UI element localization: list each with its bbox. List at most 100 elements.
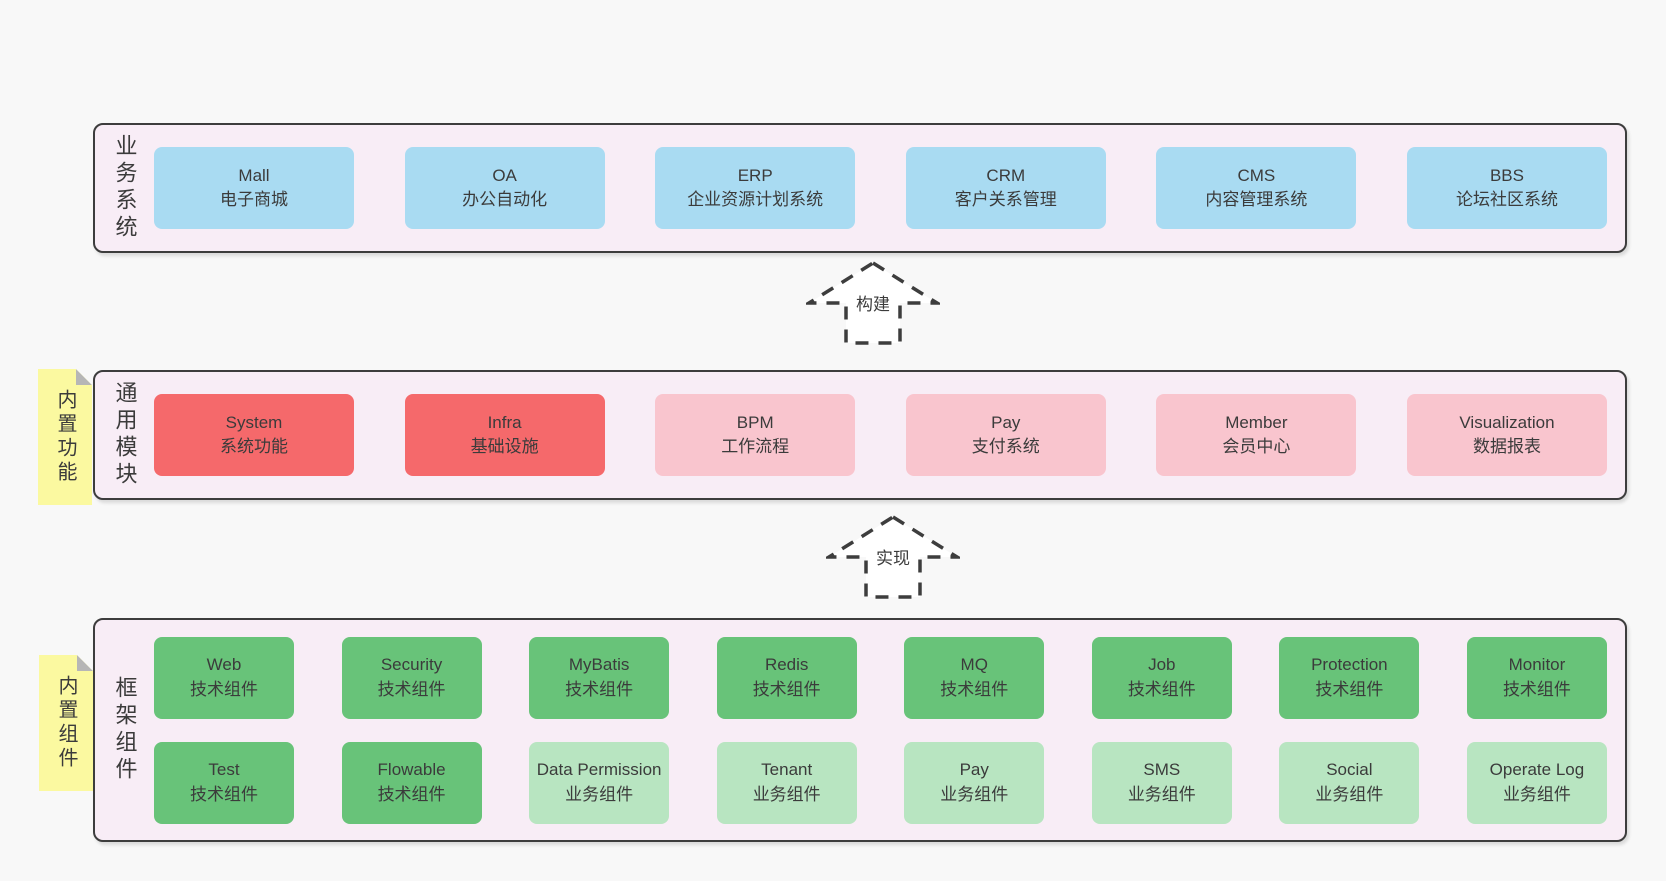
- business-box-oa: OA 办公自动化: [404, 147, 605, 229]
- note-fold-corner-icon: [77, 655, 93, 671]
- box-subtitle: 技术组件: [190, 784, 258, 804]
- box-subtitle: 系统功能: [220, 437, 288, 456]
- box-title: Job: [1148, 655, 1176, 675]
- component-box-web: Web 技术组件: [154, 636, 294, 719]
- layer-label-components: 框架组件: [112, 676, 138, 784]
- layer-label-gutter: 框架组件: [95, 620, 154, 840]
- box-subtitle: 技术组件: [565, 679, 634, 699]
- component-box-tenant: Tenant 业务组件: [716, 741, 857, 824]
- components-box-row-1: Web 技术组件 Security 技术组件 MyBatis 技术组件 Redi…: [154, 636, 1607, 719]
- framework-components-layer: 框架组件 Web 技术组件 Security 技术组件 MyBatis 技术组件…: [93, 618, 1627, 842]
- box-title: Infra: [487, 412, 522, 432]
- box-subtitle: 办公自动化: [462, 190, 548, 209]
- box-title: CMS: [1237, 165, 1276, 185]
- box-subtitle: 客户关系管理: [954, 190, 1057, 209]
- component-box-pay: Pay 业务组件: [904, 741, 1045, 824]
- box-title: BPM: [736, 412, 774, 432]
- box-subtitle: 内容管理系统: [1205, 190, 1308, 209]
- box-title: BBS: [1489, 165, 1524, 185]
- box-subtitle: 企业资源计划系统: [687, 190, 824, 209]
- build-arrow-label: 构建: [852, 290, 894, 315]
- component-box-job: Job 技术组件: [1091, 636, 1232, 719]
- box-subtitle: 业务组件: [1127, 784, 1196, 804]
- component-box-operate-log: Operate Log 业务组件: [1466, 741, 1607, 824]
- component-box-monitor: Monitor 技术组件: [1466, 636, 1607, 719]
- components-layer-content: Web 技术组件 Security 技术组件 MyBatis 技术组件 Redi…: [154, 620, 1625, 840]
- box-title: Security: [380, 655, 443, 675]
- box-subtitle: 技术组件: [377, 679, 446, 699]
- box-subtitle: 会员中心: [1222, 437, 1291, 456]
- box-subtitle: 支付系统: [971, 437, 1040, 456]
- box-subtitle: 技术组件: [752, 679, 821, 699]
- build-arrow: 构建: [806, 260, 940, 346]
- business-box-erp: ERP 企业资源计划系统: [655, 147, 856, 229]
- box-title: SMS: [1143, 760, 1181, 780]
- box-title: Test: [208, 760, 240, 780]
- box-subtitle: 业务组件: [752, 784, 821, 804]
- note-text: 内置功能: [54, 389, 76, 485]
- module-box-visualization: Visualization 数据报表: [1406, 394, 1607, 476]
- component-box-sms: SMS 业务组件: [1091, 741, 1232, 824]
- box-subtitle: 业务组件: [565, 784, 634, 804]
- box-title: ERP: [737, 165, 773, 185]
- component-box-protection: Protection 技术组件: [1279, 636, 1420, 719]
- box-title: OA: [492, 165, 517, 185]
- module-box-system: System 系统功能: [154, 394, 354, 476]
- business-box-crm: CRM 客户关系管理: [905, 147, 1106, 229]
- box-title: Data Permission: [536, 760, 662, 780]
- components-box-row-2: Test 技术组件 Flowable 技术组件 Data Permission …: [154, 741, 1607, 824]
- business-layer-content: Mall 电子商城 OA 办公自动化 ERP 企业资源计划系统 CRM 客户关系…: [154, 125, 1625, 251]
- box-subtitle: 电子商城: [220, 190, 288, 209]
- box-title: Tenant: [761, 760, 813, 780]
- component-box-redis: Redis 技术组件: [716, 636, 857, 719]
- box-title: Pay: [959, 760, 989, 780]
- box-title: Redis: [764, 655, 809, 675]
- box-title: Mall: [238, 165, 270, 185]
- box-title: Protection: [1311, 655, 1388, 675]
- business-box-bbs: BBS 论坛社区系统: [1406, 147, 1607, 229]
- box-subtitle: 基础设施: [470, 437, 539, 456]
- module-box-infra: Infra 基础设施: [404, 394, 605, 476]
- box-subtitle: 技术组件: [1502, 679, 1571, 699]
- component-box-social: Social 业务组件: [1279, 741, 1420, 824]
- business-box-cms: CMS 内容管理系统: [1156, 147, 1357, 229]
- component-box-mq: MQ 技术组件: [904, 636, 1045, 719]
- business-box-row: Mall 电子商城 OA 办公自动化 ERP 企业资源计划系统 CRM 客户关系…: [154, 147, 1607, 229]
- module-box-member: Member 会员中心: [1156, 394, 1357, 476]
- component-box-data-permission: Data Permission 业务组件: [529, 741, 670, 824]
- note-text: 内置组件: [55, 675, 77, 771]
- box-subtitle: 业务组件: [1315, 784, 1384, 804]
- layer-label-business: 业务系统: [112, 134, 138, 242]
- box-subtitle: 业务组件: [1502, 784, 1571, 804]
- sticky-note-builtin-components: 内置组件: [39, 655, 93, 791]
- box-subtitle: 论坛社区系统: [1455, 190, 1558, 209]
- box-subtitle: 技术组件: [1127, 679, 1196, 699]
- note-fold-corner-icon: [76, 369, 92, 385]
- box-title: Pay: [991, 412, 1021, 432]
- box-title: CRM: [986, 165, 1026, 185]
- business-box-mall: Mall 电子商城: [154, 147, 354, 229]
- box-title: Visualization: [1459, 412, 1555, 432]
- box-subtitle: 工作流程: [721, 437, 790, 456]
- box-title: Monitor: [1508, 655, 1566, 675]
- implement-arrow-label: 实现: [872, 544, 914, 569]
- box-subtitle: 技术组件: [1315, 679, 1384, 699]
- box-title: System: [225, 412, 283, 432]
- box-title: Flowable: [377, 760, 446, 780]
- box-title: Social: [1326, 760, 1373, 780]
- box-title: Operate Log: [1489, 760, 1585, 780]
- box-title: Web: [206, 655, 242, 675]
- component-box-mybatis: MyBatis 技术组件: [529, 636, 670, 719]
- box-title: Member: [1225, 412, 1288, 432]
- box-subtitle: 技术组件: [940, 679, 1009, 699]
- box-title: MQ: [960, 655, 988, 675]
- box-subtitle: 数据报表: [1472, 437, 1541, 456]
- business-systems-layer: 业务系统 Mall 电子商城 OA 办公自动化 ERP 企业资源计划系统 CRM: [93, 123, 1627, 253]
- component-box-test: Test 技术组件: [154, 741, 294, 824]
- box-title: MyBatis: [568, 655, 630, 675]
- component-box-security: Security 技术组件: [341, 636, 482, 719]
- box-subtitle: 技术组件: [377, 784, 446, 804]
- sticky-note-builtin-features: 内置功能: [38, 369, 92, 505]
- module-box-pay: Pay 支付系统: [905, 394, 1106, 476]
